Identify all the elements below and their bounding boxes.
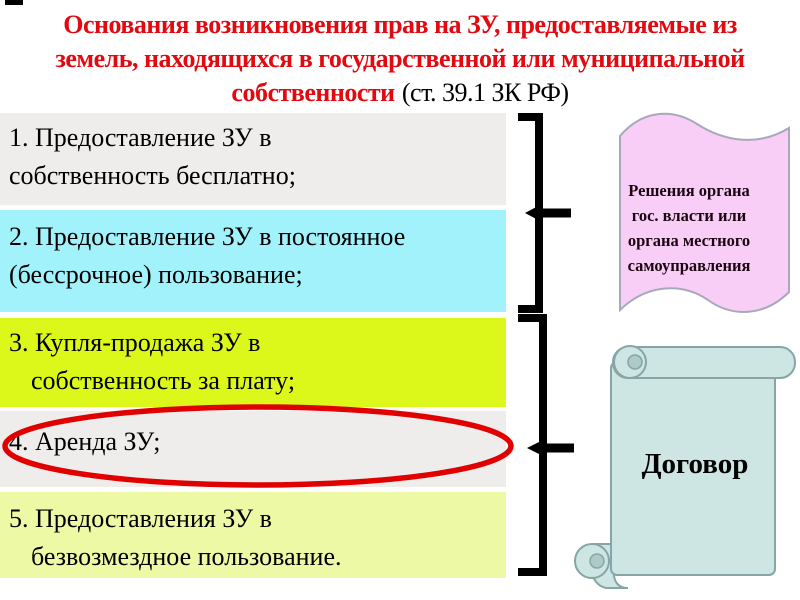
title-line-3-article-ref: (ст. 39.1 ЗК РФ) <box>401 78 569 107</box>
banner-text-line-4: самоуправления <box>627 256 751 275</box>
banner-text-line-1: Решения органа <box>628 181 750 200</box>
list-item-2-line-2: (бессрочное) пользование; <box>9 260 303 289</box>
list-item-3-line-1: 3. Купля-продажа ЗУ в <box>9 328 261 357</box>
title-line-2: земель, находящихся в государственной ил… <box>55 44 745 73</box>
title-line-3: собственности(ст. 39.1 ЗК РФ) <box>0 76 800 110</box>
slide-title: Основания возникновения прав на ЗУ, пред… <box>0 8 800 110</box>
title-line-3-red: собственности <box>231 78 395 107</box>
list-item-4: 4. Аренда ЗУ; <box>0 411 506 487</box>
brace-connector-top <box>518 113 571 313</box>
list-item-5: 5. Предоставления ЗУ в безвозмездное пол… <box>0 492 506 578</box>
list-item-5-line-2: безвозмездное пользование. <box>31 542 342 571</box>
list-item-5-line-1: 5. Предоставления ЗУ в <box>9 504 272 533</box>
list-item-1-line-1: 1. Предоставление ЗУ в <box>9 123 272 152</box>
corner-artifact-mark <box>5 0 23 5</box>
scroll-label: Договор <box>641 448 749 480</box>
banner-text-line-2: гос. власти или <box>631 206 747 225</box>
list-item-1-line-2: собственность бесплатно; <box>9 161 296 190</box>
list-item-1: 1. Предоставление ЗУ в собственность бес… <box>0 113 506 205</box>
list-item-3-line-2: собственность за плату; <box>31 366 296 395</box>
title-line-1: Основания возникновения прав на ЗУ, пред… <box>63 10 737 39</box>
banner-text: Решения органа гос. власти или органа ме… <box>598 178 780 278</box>
list-item-2: 2. Предоставление ЗУ в постоянное (бесср… <box>0 210 506 312</box>
list-item-4-line-1: 4. Аренда ЗУ; <box>9 427 161 456</box>
brace-connector-bottom <box>518 314 574 576</box>
banner-text-line-3: органа местного <box>627 231 751 250</box>
list-item-3: 3. Купля-продажа ЗУ в собственность за п… <box>0 318 506 407</box>
list-item-2-line-1: 2. Предоставление ЗУ в постоянное <box>9 222 406 251</box>
